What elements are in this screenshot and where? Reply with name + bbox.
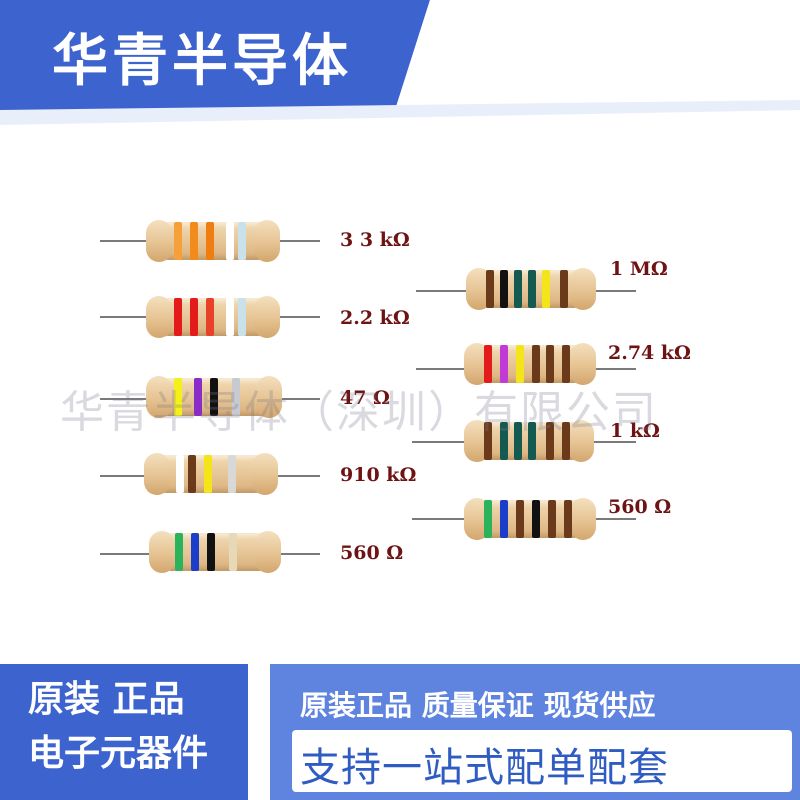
resistor-right-1 [466, 268, 596, 310]
band [546, 345, 554, 383]
slogan-quality: 原装正品 质量保证 现货供应 [300, 689, 656, 722]
slogan-box [292, 730, 792, 792]
band [190, 298, 198, 336]
bottom-left-panel [0, 664, 248, 800]
band [175, 533, 183, 571]
band [232, 378, 240, 416]
resistor-left-3 [146, 376, 282, 418]
band [514, 422, 522, 460]
band [226, 222, 234, 260]
resistor-value-label: 560 Ω [340, 542, 404, 564]
resistor-right-2 [464, 343, 596, 385]
band [500, 500, 508, 538]
band [528, 270, 536, 308]
band [226, 298, 234, 336]
band [486, 270, 494, 308]
band [484, 345, 492, 383]
band [228, 455, 236, 493]
band [516, 500, 524, 538]
resistor-left-5 [149, 531, 281, 573]
band [210, 378, 218, 416]
band [207, 533, 215, 571]
band [206, 298, 214, 336]
band [188, 455, 196, 493]
resistor-value-label: 47 Ω [340, 387, 390, 409]
resistor-value-label: 2.74 kΩ [608, 342, 691, 364]
band [514, 270, 522, 308]
slogan-components: 电子元器件 [28, 733, 209, 774]
resistor-value-label: 1 kΩ [610, 420, 660, 442]
band [174, 378, 182, 416]
header-banner [0, 0, 430, 110]
resistor-value-label: 1 MΩ [610, 258, 668, 280]
band [238, 298, 246, 336]
band [500, 270, 508, 308]
resistor-value-label: 3 3 kΩ [340, 229, 410, 251]
band [500, 422, 508, 460]
band [532, 500, 540, 538]
band [206, 222, 214, 260]
brand-title: 华青半导体 [52, 29, 352, 94]
resistor-right-4 [464, 498, 596, 540]
band [560, 270, 568, 308]
band [500, 345, 508, 383]
band [484, 422, 492, 460]
band [174, 222, 182, 260]
resistor-left-2 [146, 296, 280, 338]
resistor-right-3 [464, 420, 594, 462]
slogan-one-stop: 支持一站式配单配套 [300, 745, 669, 791]
band [562, 345, 570, 383]
header-shadow [0, 100, 800, 125]
band [564, 500, 572, 538]
resistor-left-1 [146, 220, 280, 262]
band [229, 533, 237, 571]
band [194, 378, 202, 416]
band [546, 422, 554, 460]
company-watermark: 华青半导体（深圳）有限公司 [60, 387, 658, 438]
band [528, 422, 536, 460]
band [532, 345, 540, 383]
band [191, 533, 199, 571]
resistor-value-label: 560 Ω [608, 496, 672, 518]
resistor-value-label: 910 kΩ [340, 464, 417, 486]
band [176, 455, 184, 493]
band [548, 500, 556, 538]
band [484, 500, 492, 538]
band [562, 422, 570, 460]
resistor-value-label: 2.2 kΩ [340, 307, 410, 329]
band [204, 455, 212, 493]
band [190, 222, 198, 260]
slogan-genuine: 原装 正品 [28, 679, 185, 720]
header-white-cut [395, 0, 800, 110]
band [542, 270, 550, 308]
band [238, 222, 246, 260]
band [174, 298, 182, 336]
resistor-left-4 [144, 453, 278, 495]
band [516, 345, 524, 383]
bottom-divider [248, 664, 270, 800]
